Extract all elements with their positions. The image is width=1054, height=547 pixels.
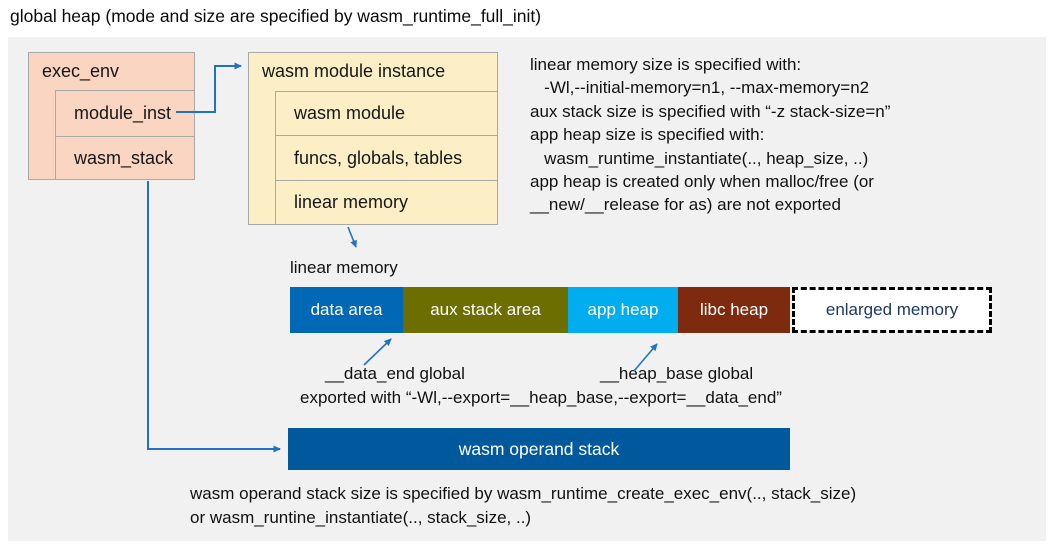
exec-env-field-wasm-stack: wasm_stack [55,136,195,180]
note-line: app heap is created only when malloc/fre… [530,172,874,192]
segment-data-area: data area [290,287,403,333]
heap-base-global-label: __heap_base global [600,364,754,383]
exported-with-label: exported with “-Wl,--export=__heap_base,… [300,388,782,407]
note-line: aux stack size is specified with “-z sta… [530,101,891,121]
module-instance-field-linear-memory: linear memory [275,180,498,225]
note-line: or wasm_runtine_instantiate(.., stack_si… [190,508,532,527]
note-line: wasm_runtime_instantiate(.., heap_size, … [530,148,869,168]
segment-enlarged-memory: enlarged memory [792,287,992,333]
diagram-title: global heap (mode and size are specified… [10,6,542,26]
note-line: __new/__release for as) are not exported [530,195,841,215]
exec-env-field-module-inst: module_inst [55,90,195,137]
segment-aux-stack-area: aux stack area [403,287,568,333]
linear-memory-label: linear memory [290,258,398,277]
note-line: wasm operand stack size is specified by … [190,484,857,503]
segment-app-heap: app heap [568,287,678,333]
notes-right: linear memory size is specified with: -W… [530,53,1042,217]
exec-env-title: exec_env [42,61,120,81]
note-line: app heap size is specified with: [530,125,765,145]
module-instance-title: wasm module instance [262,61,446,81]
note-line: linear memory size is specified with: [530,55,802,74]
module-instance-field-wasm-module: wasm module [275,91,498,136]
notes-bottom: wasm operand stack size is specified by … [190,482,1050,530]
segment-libc-heap: libc heap [678,287,790,333]
module-instance-field-funcs-globals-tables: funcs, globals, tables [275,135,498,181]
wasm-operand-stack-bar: wasm operand stack [288,428,790,470]
note-line: -Wl,--initial-memory=n1, --max-memory=n2 [530,78,870,98]
data-end-global-label: __data_end global [325,364,465,383]
